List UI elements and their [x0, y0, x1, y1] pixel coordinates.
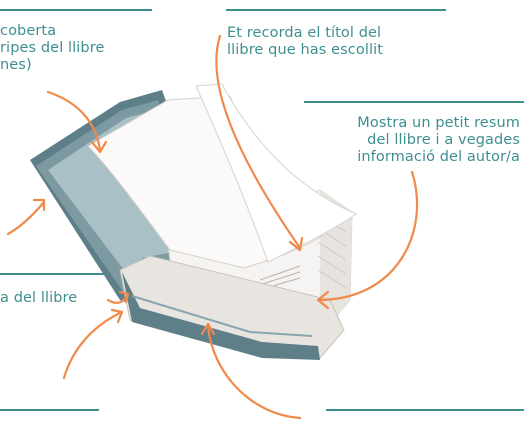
label-title-line-2: llibre que has escollit [227, 42, 384, 58]
label-summary: Mostra un petit resum del llibre i a veg… [357, 115, 520, 166]
arrow-title [215, 34, 302, 250]
arrow-left-cover-head [32, 198, 46, 212]
arrow-title-head [288, 236, 304, 252]
rule-right-summary [304, 101, 524, 103]
label-summary-line-3: informació del autor/a [357, 149, 520, 165]
rule-top-left [0, 9, 152, 11]
label-summary-line-1: Mostra un petit resum [357, 115, 520, 131]
label-title: Et recorda el títol del llibre que has e… [227, 25, 383, 59]
arrow-bottom-left [62, 310, 124, 380]
spine-highlight [131, 295, 313, 337]
rule-top-right [226, 9, 446, 11]
arrow-cover [46, 90, 102, 152]
label-spine: a del llibre [0, 290, 78, 306]
arrow-spine-head [118, 290, 130, 304]
label-cover: coberta ripes del llibre nes) [0, 23, 105, 74]
rule-bottom-left [0, 409, 99, 411]
label-summary-line-2: del llibre i a vegades [367, 132, 520, 148]
book-spine [122, 272, 320, 360]
rule-bottom-right [326, 409, 524, 411]
label-cover-line-3: nes) [0, 57, 32, 73]
label-cover-line-1: coberta [0, 23, 57, 39]
arrow-bottom-right [206, 324, 302, 420]
arrow-summary [316, 170, 419, 302]
arrow-bottom-left-head [110, 308, 124, 324]
label-title-line-1: Et recorda el títol del [227, 25, 382, 41]
arrow-cover-head [90, 140, 108, 154]
arrow-summary-head [316, 290, 330, 310]
turning-page [195, 83, 358, 263]
label-cover-line-2: ripes del llibre [0, 40, 105, 56]
arrow-bottom-right-head [200, 322, 216, 336]
arrow-left-cover [6, 200, 46, 236]
rule-left-spine [0, 273, 104, 275]
